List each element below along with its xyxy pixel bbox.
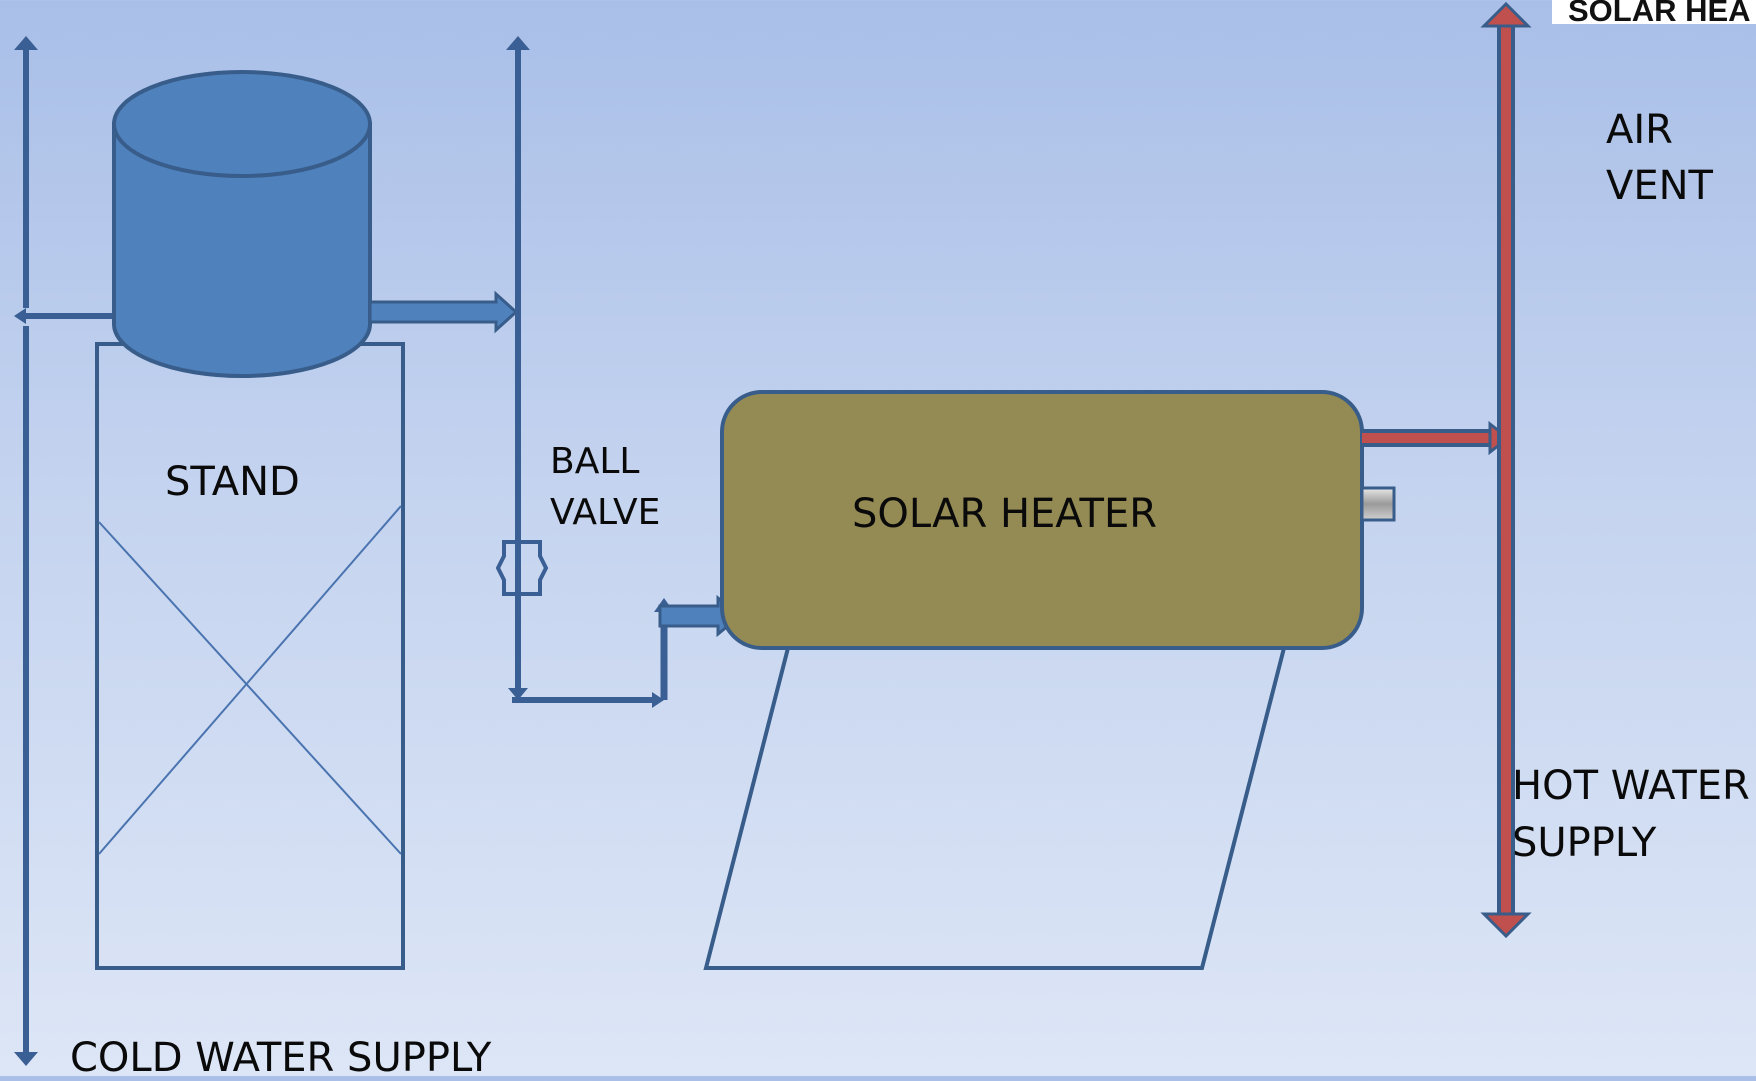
hot-water-supply-label-line1: HOT WATER bbox=[1512, 763, 1750, 809]
hot-water-outlet-pipe bbox=[1362, 420, 1511, 456]
feed-pipe bbox=[506, 36, 743, 708]
ball-valve-label-line2: VALVE bbox=[550, 492, 661, 533]
page-title: SOLAR HEA bbox=[1568, 0, 1751, 24]
cold-water-pipe bbox=[14, 36, 118, 1066]
collector-panel bbox=[703, 646, 1287, 970]
hot-water-pipe bbox=[1480, 1, 1532, 939]
water-tank bbox=[112, 70, 372, 378]
stand-label: STAND bbox=[165, 459, 300, 505]
ball-valve-label-line1: BALL bbox=[550, 441, 640, 482]
ball-valve-icon bbox=[495, 540, 549, 596]
stand bbox=[95, 342, 405, 970]
air-vent-label-line2: VENT bbox=[1606, 163, 1713, 209]
cold-water-supply-label: COLD WATER SUPPLY bbox=[70, 1035, 492, 1081]
heater-cap bbox=[1360, 486, 1396, 522]
tank-outlet-pipe bbox=[368, 290, 519, 334]
title-banner: SOLAR HEA bbox=[1552, 0, 1756, 24]
air-vent-label-line1: AIR bbox=[1606, 107, 1673, 153]
hot-water-supply-label-line2: SUPPLY bbox=[1512, 820, 1657, 866]
solar-heater-label: SOLAR HEATER bbox=[852, 491, 1158, 537]
